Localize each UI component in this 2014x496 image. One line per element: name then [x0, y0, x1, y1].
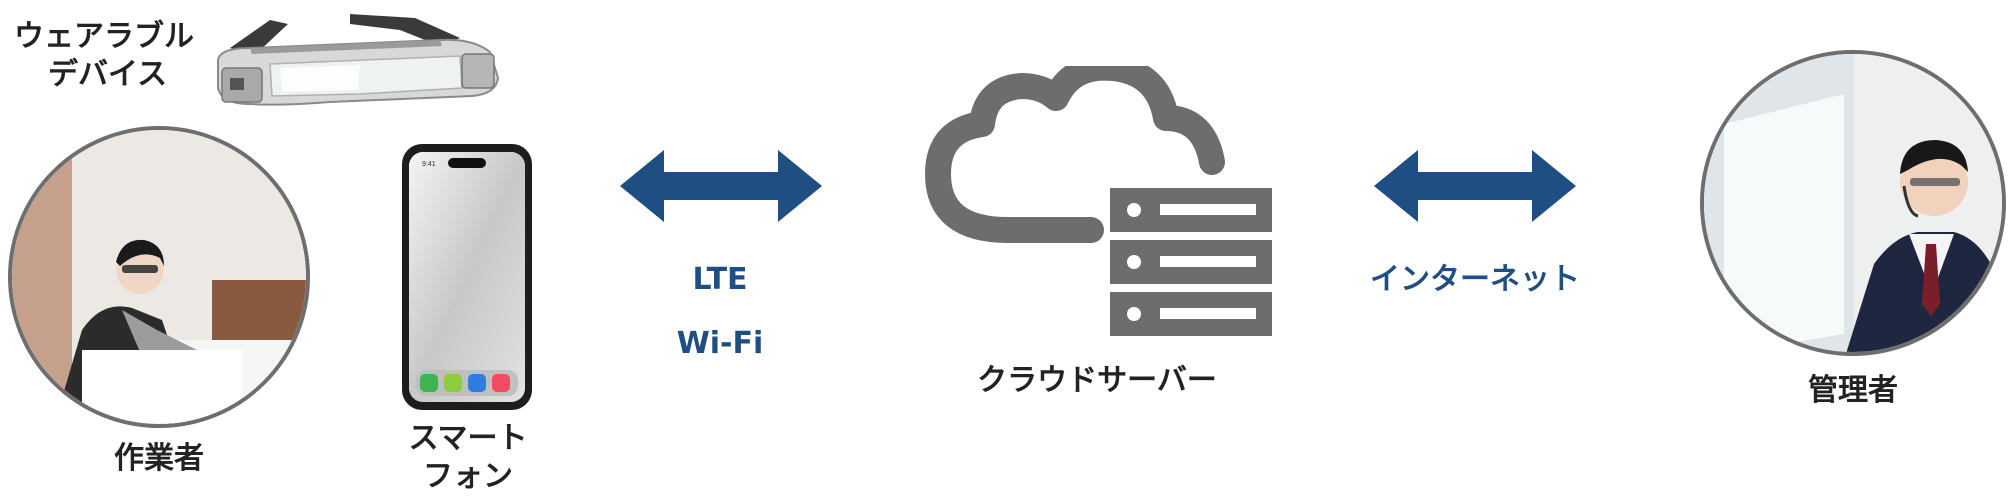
worker-label: 作業者 — [114, 441, 204, 476]
smart-glasses-image — [217, 14, 500, 106]
phone-app-icon — [420, 374, 438, 392]
wearable-label-line2: デバイス — [48, 57, 168, 92]
server-rack-icon — [1110, 188, 1272, 336]
double-arrow-left — [620, 150, 822, 222]
connection-left-labels: LTE Wi-Fi — [660, 262, 780, 362]
smartphone-label-line1: スマート — [408, 421, 528, 456]
internet-label: インターネット — [1370, 262, 1580, 297]
messages-app-icon — [444, 374, 462, 392]
smartphone-label-line2: フォン — [423, 459, 513, 494]
manager-illustration — [1704, 54, 2002, 352]
mail-app-icon — [468, 374, 486, 392]
wearable-device-label: ウェアラブル デバイス — [14, 18, 194, 94]
wifi-label: Wi-Fi — [676, 326, 764, 361]
manager-label: 管理者 — [1808, 373, 1898, 408]
lte-label: LTE — [692, 262, 748, 297]
worker-photo — [8, 126, 310, 428]
cloud-server-icon — [925, 66, 1272, 336]
music-app-icon — [492, 374, 510, 392]
worker-illustration — [12, 130, 306, 424]
cloud-server-label: クラウドサーバー — [977, 363, 1217, 398]
phone-time: 9:41 — [422, 161, 436, 168]
manager-photo — [1700, 50, 2006, 356]
smartphone-image: 9:41 — [402, 144, 532, 410]
double-arrow-right — [1374, 150, 1576, 222]
wearable-label-line1: ウェアラブル — [14, 19, 194, 54]
smartphone-label: スマート フォン — [398, 420, 538, 496]
